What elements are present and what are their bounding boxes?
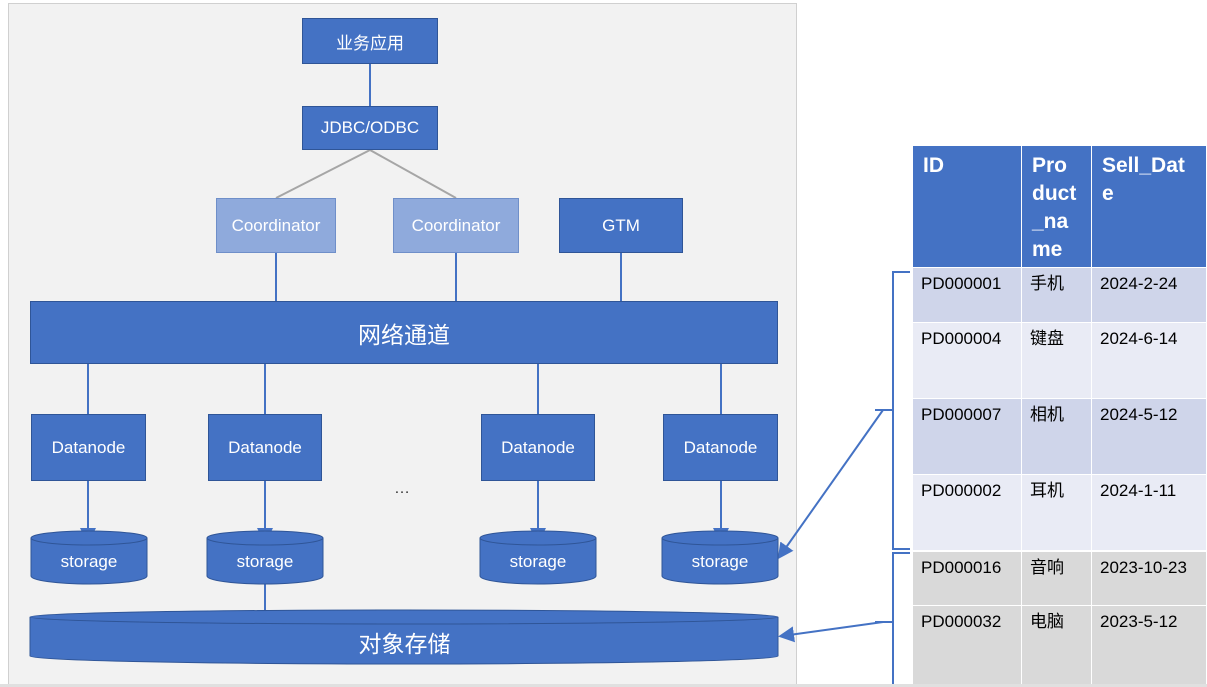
table-cell: 电脑 (1022, 606, 1091, 684)
table-cell: 2024-1-11 (1092, 475, 1206, 550)
object-storage-cylinder (29, 609, 779, 665)
object-storage-label: 对象存储 (358, 631, 451, 657)
table-cell: 2023-10-23 (1092, 552, 1206, 605)
storage-label: storage (691, 552, 749, 571)
coordinator-box-1: Coordinator (216, 198, 336, 253)
table-cell: PD000001 (913, 268, 1021, 322)
table-cell: 手机 (1022, 268, 1091, 322)
gtm-box: GTM (559, 198, 683, 253)
table-header-sell-date: Sell_Dat e (1092, 146, 1206, 267)
jdbc-odbc-label: JDBC/ODBC (320, 118, 420, 137)
table-cell: PD000002 (913, 475, 1021, 550)
table-cell: PD000004 (913, 323, 1021, 398)
table-cell: 相机 (1022, 399, 1091, 474)
network-channel-label: 网络通道 (358, 321, 450, 348)
business-app-label: 业务应用 (336, 33, 404, 53)
table-cell: 耳机 (1022, 475, 1091, 550)
storage-cylinder-3 (479, 530, 597, 585)
jdbc-odbc-box: JDBC/ODBC (302, 106, 438, 150)
business-app-box: 业务应用 (302, 18, 438, 64)
storage-label: storage (236, 552, 294, 571)
table-cell: 2023-5-12 (1092, 606, 1206, 684)
table-cell: 2024-2-24 (1092, 268, 1206, 322)
bottom-divider (0, 684, 1207, 687)
storage-cylinder-4 (661, 530, 779, 585)
table-cell: 键盘 (1022, 323, 1091, 398)
coordinator-box-2: Coordinator (393, 198, 519, 253)
table-cell: 2024-5-12 (1092, 399, 1206, 474)
datanode-box-1: Datanode (31, 414, 146, 481)
coordinator-label: Coordinator (231, 215, 321, 235)
storage-label: storage (509, 552, 567, 571)
datanode-box-2: Datanode (208, 414, 322, 481)
table-cell: PD000032 (913, 606, 1021, 684)
network-channel-box: 网络通道 (30, 301, 778, 364)
gtm-label: GTM (602, 215, 640, 235)
datanode-label: Datanode (683, 437, 758, 457)
coordinator-label: Coordinator (411, 215, 501, 235)
storage-cylinder-1 (30, 530, 148, 585)
datanode-box-4: Datanode (663, 414, 778, 481)
datanode-label: Datanode (51, 437, 126, 457)
datanode-box-3: Datanode (481, 414, 595, 481)
storage-cylinder-2 (206, 530, 324, 585)
storage-label: storage (60, 552, 118, 571)
datanode-label: Datanode (501, 437, 575, 457)
datanode-label: Datanode (228, 437, 302, 457)
table-header-id: ID (913, 146, 1021, 267)
table-header-product-name: Pro duct _na me (1022, 146, 1091, 267)
table-cell: 2024-6-14 (1092, 323, 1206, 398)
more-nodes-ellipsis: … (394, 480, 410, 497)
table-cell: PD000007 (913, 399, 1021, 474)
table-cell: PD000016 (913, 552, 1021, 605)
table-cell: 音响 (1022, 552, 1091, 605)
